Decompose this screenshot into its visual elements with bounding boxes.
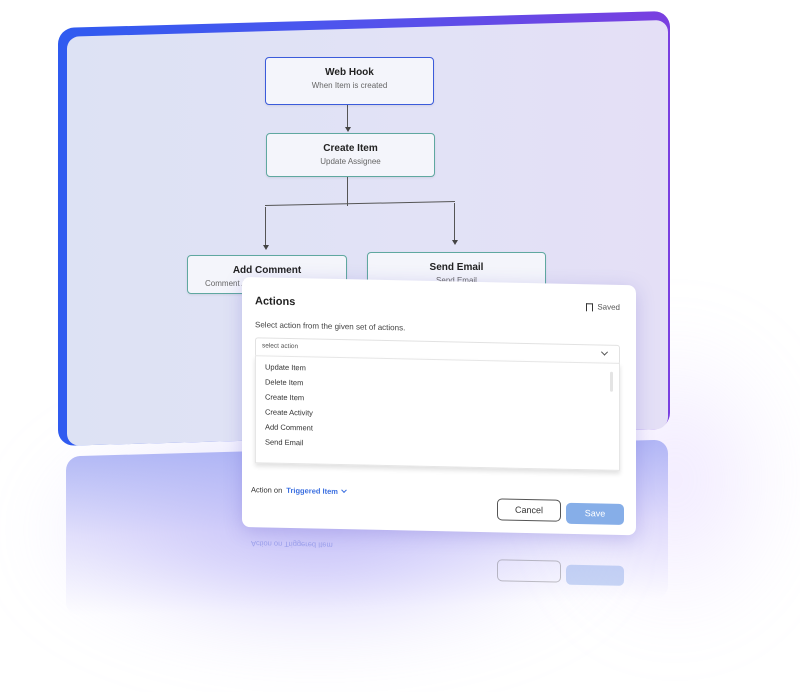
node-title: Send Email (429, 262, 484, 273)
select-placeholder: select action (262, 342, 299, 351)
arrow-icon (344, 127, 351, 132)
node-title: Create Item (323, 143, 378, 154)
menu-item-create-activity[interactable]: Create Activity (265, 407, 313, 418)
menu-item-delete-item[interactable]: Delete Item (265, 377, 304, 388)
action-on-dropdown[interactable]: Triggered Item (286, 485, 338, 497)
saved-label: Saved (597, 302, 620, 312)
menu-item-create-item[interactable]: Create Item (265, 392, 305, 403)
dialog-title: Actions (255, 295, 296, 309)
arrow-icon (262, 245, 269, 250)
save-button[interactable]: Save (566, 502, 624, 526)
menu-scrollbar[interactable] (610, 371, 613, 392)
saved-status: Saved (586, 302, 620, 312)
connector-line (454, 203, 455, 241)
cancel-button[interactable]: Cancel (497, 498, 561, 522)
arrow-icon (451, 240, 458, 245)
menu-item-send-email[interactable]: Send Email (265, 437, 304, 448)
reflection-cancel (497, 559, 561, 583)
connector-line (265, 207, 266, 247)
connector-line (347, 176, 348, 206)
node-subtitle: Update Assignee (320, 157, 381, 166)
reflection-text: Action on Triggered Item (251, 539, 333, 550)
dialog-reflection: Action on Triggered Item (242, 526, 636, 594)
bookmark-icon (586, 302, 594, 311)
action-on-label: Action on (251, 485, 283, 495)
flow-node-create-item[interactable]: Create Item Update Assignee (266, 133, 435, 177)
actions-dialog: Actions Saved Select action from the giv… (242, 277, 636, 536)
flow-node-web-hook[interactable]: Web Hook When Item is created (265, 57, 434, 105)
dialog-hint: Select action from the given set of acti… (255, 320, 406, 333)
connector-line (347, 104, 348, 130)
chevron-down-icon (341, 487, 347, 493)
chevron-down-icon (600, 348, 609, 356)
node-title: Web Hook (325, 67, 374, 78)
node-title: Add Comment (232, 265, 302, 276)
action-dropdown-menu: Update Item Delete Item Create Item Crea… (255, 355, 620, 471)
menu-item-add-comment[interactable]: Add Comment (265, 422, 313, 433)
menu-item-update-item[interactable]: Update Item (265, 362, 306, 373)
reflection-save (566, 564, 624, 586)
node-subtitle: When Item is created (311, 81, 388, 90)
